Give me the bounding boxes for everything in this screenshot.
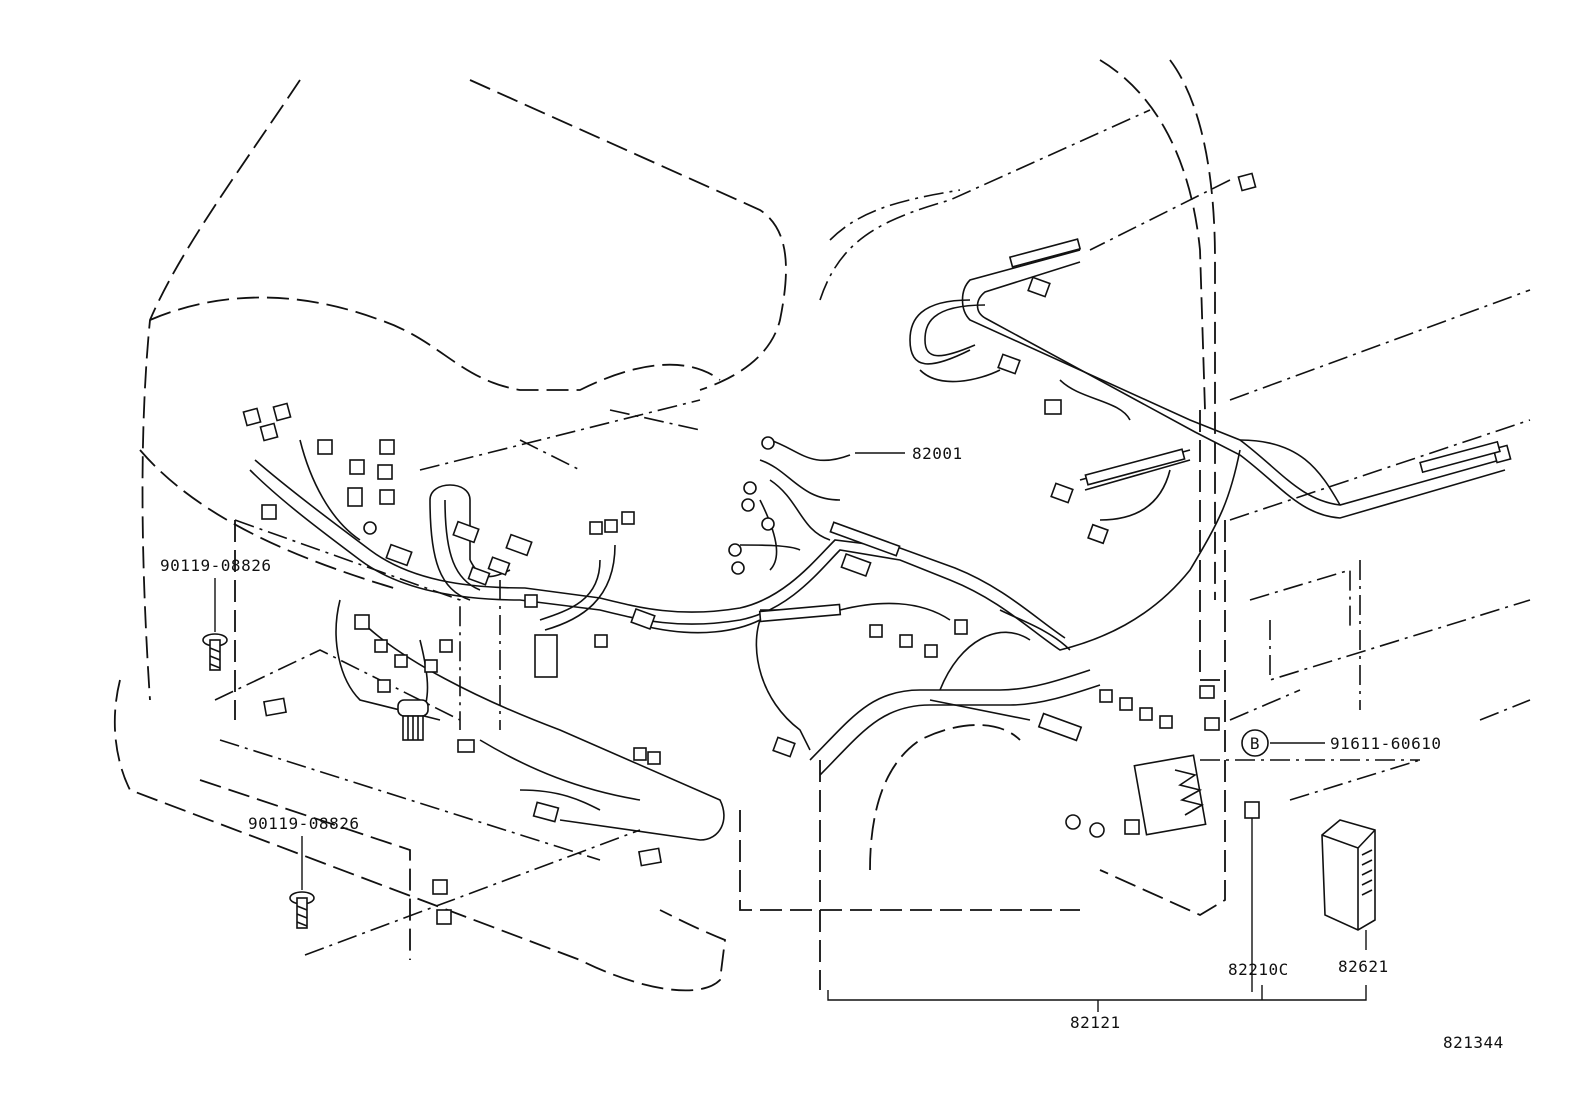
ecu-module-82621 bbox=[1321, 819, 1376, 931]
leader-lines bbox=[214, 452, 1367, 1012]
label-82001: 82001 bbox=[912, 444, 963, 463]
label-91611-60610: 91611-60610 bbox=[1330, 734, 1441, 753]
label-90119-08826-bottom: 90119-08826 bbox=[248, 814, 359, 833]
label-90119-08826-top: 90119-08826 bbox=[160, 556, 271, 575]
bolt-90119-top bbox=[202, 633, 228, 671]
cab-harness bbox=[909, 249, 1506, 521]
marker-b-letter: B bbox=[1250, 734, 1260, 753]
connectors bbox=[202, 172, 1512, 931]
engine-room-harness bbox=[249, 439, 1241, 841]
diagram-id: 821344 bbox=[1443, 1033, 1504, 1052]
vehicle-body-outline bbox=[113, 59, 1531, 992]
label-82210c: 82210C bbox=[1228, 960, 1289, 979]
label-82621: 82621 bbox=[1338, 957, 1389, 976]
part-labels: 82001 90119-08826 90119-08826 91611-6061… bbox=[160, 444, 1504, 1052]
marker-b-91611: B bbox=[1241, 729, 1269, 757]
label-82121: 82121 bbox=[1070, 1013, 1121, 1032]
bolt-90119-bottom bbox=[289, 891, 315, 929]
